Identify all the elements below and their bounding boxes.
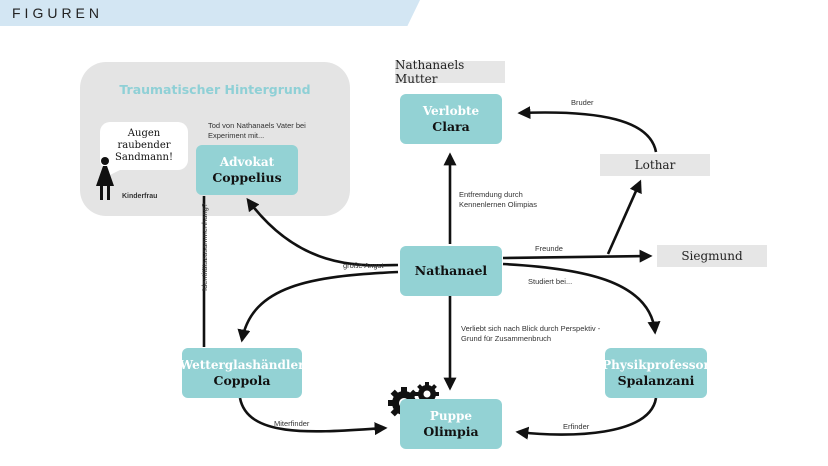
node-coppola: Wetterglashändler Coppola — [179, 348, 305, 398]
label-identitaet: Identitätszusammenhang? — [200, 203, 209, 291]
node-nathanael-name: Nathanael — [414, 263, 488, 278]
node-spalanzani-role: Physikprofessor — [602, 357, 710, 372]
edge-nathanael-lothar — [606, 179, 642, 255]
node-coppelius-name: Coppelius — [212, 169, 282, 185]
speech-text: Augen raubender Sandmann! — [115, 128, 173, 163]
label-miterfinder: Miterfinder — [274, 419, 310, 428]
label-erfinder: Erfinder — [563, 422, 590, 431]
edge-spalanzani-olimpia — [515, 397, 658, 440]
label-verliebt: Verliebt sich nach Blick durch Perspekti… — [461, 324, 601, 343]
edge-nathanael-siegmund — [502, 249, 653, 263]
label-freunde: Freunde — [535, 244, 563, 253]
node-olimpia-role: Puppe — [429, 408, 473, 423]
edge-lothar-clara — [517, 106, 658, 153]
background-panel-title: Traumatischer Hintergrund — [119, 82, 311, 97]
woman-icon — [96, 157, 114, 200]
father-death-note: Tod von Nathanaels Vater bei Experiment … — [208, 121, 306, 140]
node-clara: Verlobte Clara — [400, 94, 502, 144]
speech-bubble: Augen raubender Sandmann! — [100, 122, 188, 170]
node-spalanzani: Physikprofessor Spalanzani — [602, 348, 710, 398]
label-bruder: Bruder — [571, 98, 594, 107]
edge-coppola-olimpia — [238, 397, 388, 436]
header-banner: FIGUREN — [0, 0, 420, 26]
node-coppelius: Advokat Coppelius — [196, 145, 298, 195]
box-siegmund: Siegmund — [657, 245, 767, 267]
node-coppola-name: Coppola — [213, 372, 271, 388]
node-nathanael: Nathanael — [400, 246, 502, 296]
box-nathanaels-mutter: Nathanaels Mutter — [395, 58, 505, 86]
node-olimpia: Puppe Olimpia — [400, 399, 502, 449]
label-angst: große Angst — [343, 261, 384, 270]
person-label: Kinderfrau — [122, 193, 158, 200]
node-coppola-role: Wetterglashändler — [179, 357, 305, 372]
box-lothar: Lothar — [600, 154, 710, 176]
label-studiert: Studiert bei... — [528, 277, 573, 286]
node-coppelius-role: Advokat — [219, 154, 275, 169]
edge-nathanael-coppelius — [246, 197, 399, 267]
node-clara-role: Verlobte — [422, 103, 480, 118]
header-title: FIGUREN — [12, 5, 103, 21]
node-spalanzani-name: Spalanzani — [617, 372, 695, 388]
node-clara-name: Clara — [432, 118, 470, 134]
node-olimpia-name: Olimpia — [423, 423, 479, 439]
label-entfremdung: Entfremdung durch Kennenlernen Olimpias — [459, 190, 537, 209]
edge-nathanael-coppola — [237, 270, 399, 343]
edge-nathanael-spalanzani — [502, 262, 661, 335]
